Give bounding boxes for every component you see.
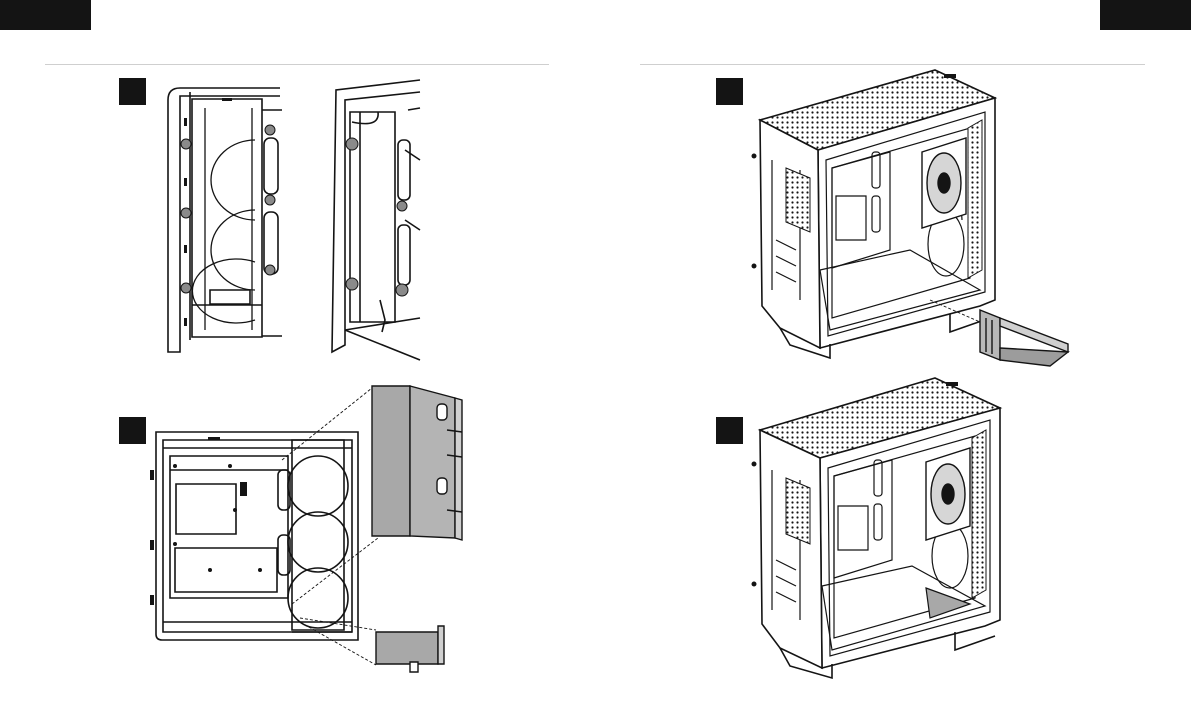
- case-isometric-shroud-installed-illustration: [0, 0, 1191, 720]
